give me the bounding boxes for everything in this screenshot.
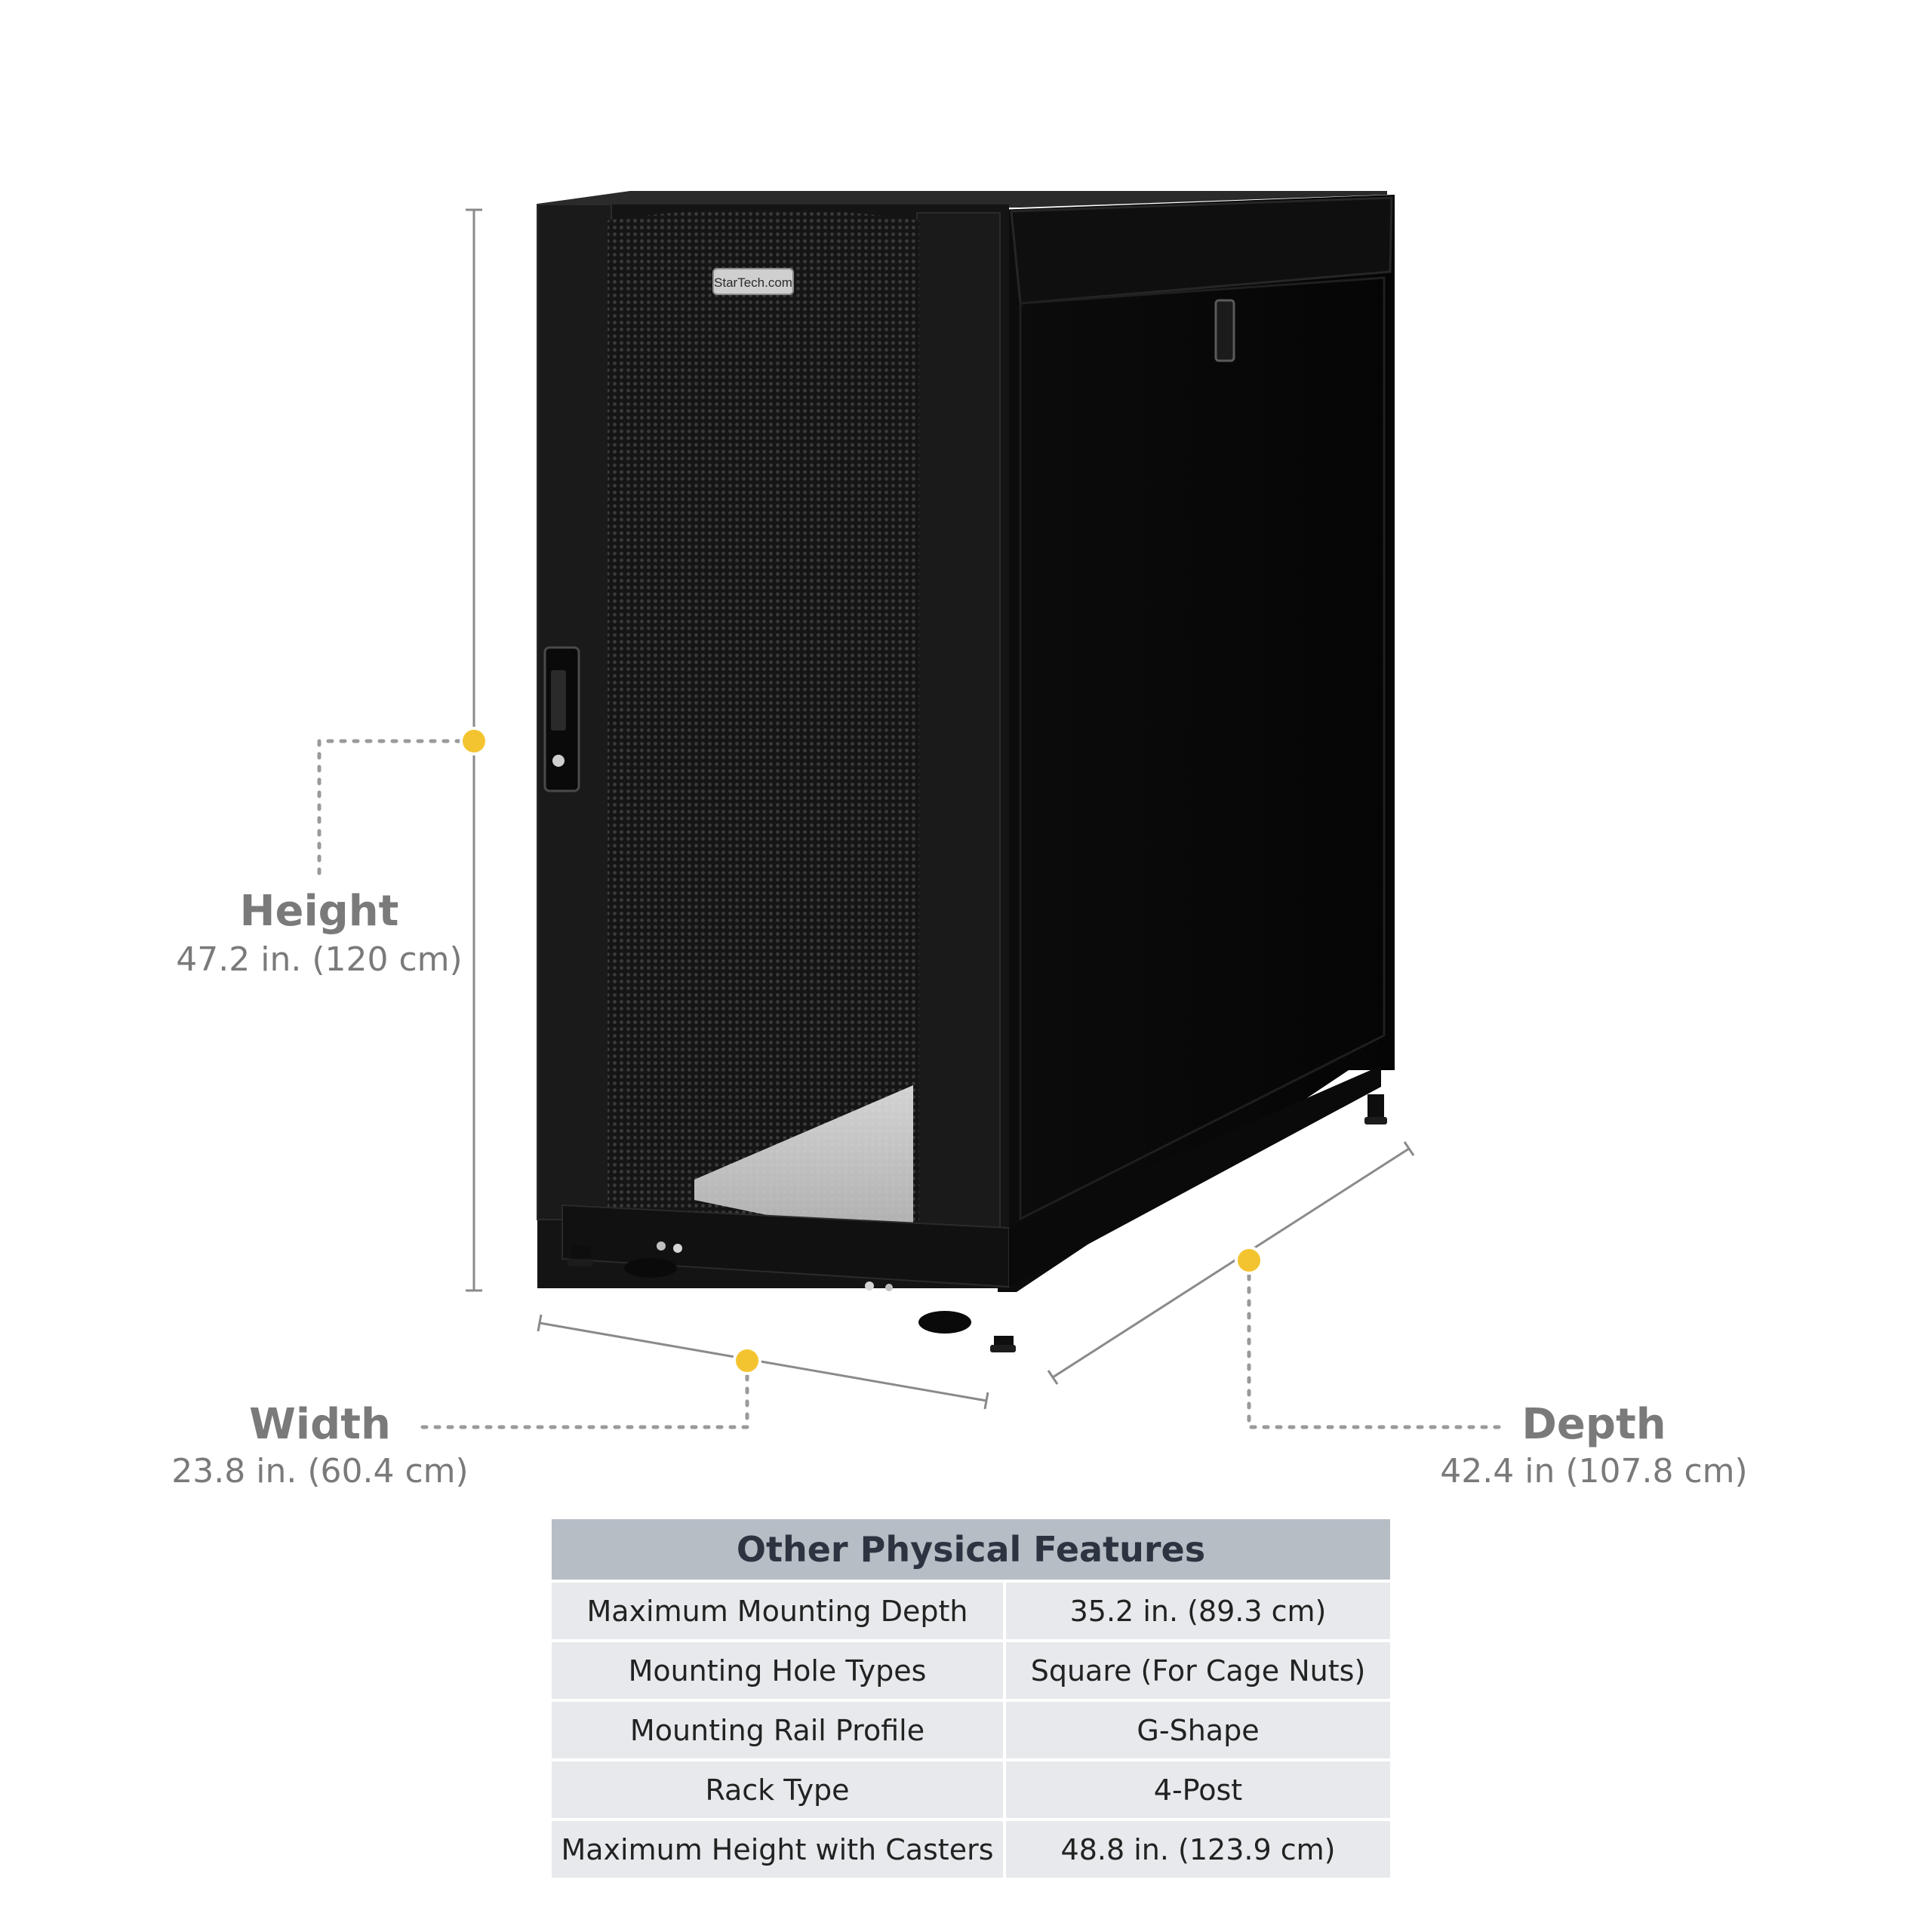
brand-logo-text: StarTech.com xyxy=(714,275,792,290)
cabinet-side-inner-panel xyxy=(1019,276,1386,1221)
row-value: 35.2 in. (89.3 cm) xyxy=(1004,1581,1390,1642)
table-header-row: Other Physical Features xyxy=(552,1519,1390,1583)
row-value: 48.8 in. (123.9 cm) xyxy=(1004,1820,1390,1881)
height-value: 47.2 in. (120 cm) xyxy=(176,940,463,979)
physical-features-table: Other Physical Features Maximum Mounting… xyxy=(552,1519,1390,1881)
cabinet-side-panel xyxy=(998,195,1395,1292)
width-marker-dot xyxy=(733,1346,761,1375)
depth-value: 42.4 in (107.8 cm) xyxy=(1440,1452,1748,1491)
row-value: Square (For Cage Nuts) xyxy=(1004,1641,1390,1702)
depth-dimension-line xyxy=(1047,1141,1415,1385)
row-value: G-Shape xyxy=(1004,1700,1390,1761)
door-right-rail xyxy=(916,212,1001,1270)
perforated-door xyxy=(608,209,919,1253)
door-lock-icon xyxy=(552,755,565,767)
width-dimension-line xyxy=(537,1314,989,1410)
table-row: Mounting Hole Types Square (For Cage Nut… xyxy=(552,1641,1390,1702)
row-label: Maximum Height with Casters xyxy=(552,1820,1006,1881)
cabinet-side-top-band xyxy=(1010,196,1393,305)
cabinet-side-base xyxy=(1009,1066,1381,1287)
depth-marker-dot xyxy=(1235,1246,1263,1275)
table-row: Mounting Rail Profile G-Shape xyxy=(552,1700,1390,1761)
height-leader-dotted xyxy=(317,739,463,881)
door-handle-grip xyxy=(551,670,566,731)
side-latch-icon xyxy=(1214,299,1235,362)
height-marker-dot xyxy=(460,727,488,755)
casters xyxy=(568,1094,1387,1352)
width-value: 23.8 in. (60.4 cm) xyxy=(171,1452,469,1491)
table-row: Maximum Height with Casters 48.8 in. (12… xyxy=(552,1820,1390,1881)
table-title: Other Physical Features xyxy=(552,1519,1390,1583)
row-value: 4-Post xyxy=(1004,1760,1390,1821)
width-leader-dotted xyxy=(414,1374,749,1429)
rack-cabinet: StarTech.com xyxy=(537,191,1395,1352)
depth-title: Depth xyxy=(1521,1400,1666,1449)
depth-leader-dotted xyxy=(1247,1273,1510,1429)
row-label: Maximum Mounting Depth xyxy=(552,1581,1006,1642)
row-label: Mounting Hole Types xyxy=(552,1641,1006,1702)
table-row: Rack Type 4-Post xyxy=(552,1760,1390,1821)
row-label: Rack Type xyxy=(552,1760,1006,1821)
row-label: Mounting Rail Profile xyxy=(552,1700,1006,1761)
width-title: Width xyxy=(249,1400,391,1449)
brand-logo-badge xyxy=(712,268,794,295)
dimension-guides xyxy=(317,208,1510,1429)
cabinet-floor xyxy=(694,1085,913,1245)
height-title: Height xyxy=(239,887,399,936)
table-row: Maximum Mounting Depth 35.2 in. (89.3 cm… xyxy=(552,1581,1390,1642)
